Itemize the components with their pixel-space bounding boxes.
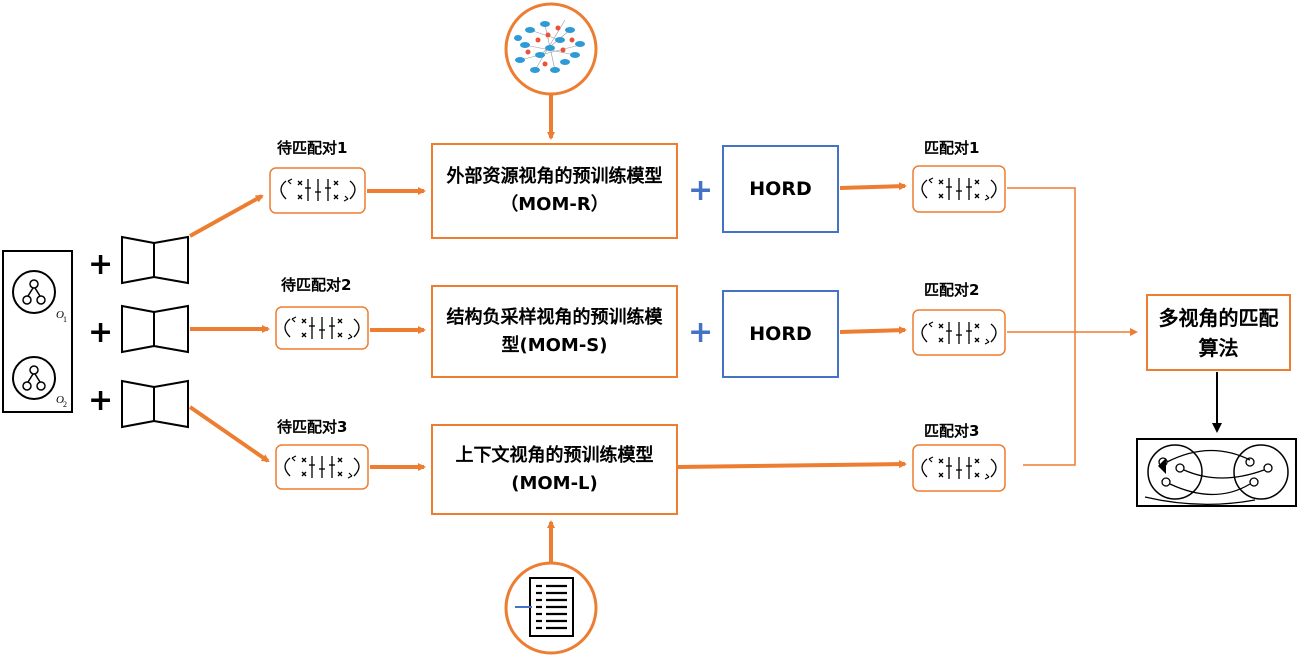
arrow-door1-pair1	[189, 194, 264, 238]
matched-pair-box-1	[912, 165, 1006, 213]
arrow-door3-pair3	[188, 405, 270, 463]
ontology-2-label: O	[56, 394, 64, 406]
pending-pair-label-2: 待匹配对2	[281, 276, 352, 294]
door-icon-2	[121, 305, 189, 353]
ontology-panel: O 1 O 2	[2, 250, 73, 413]
plus-icon-blue-2: +	[688, 315, 714, 350]
hord-label-1: HORD	[749, 178, 812, 200]
matched-pair-label-2: 匹配对2	[924, 281, 980, 299]
plus-icon-1: +	[88, 247, 114, 282]
ontology-2-icon	[12, 356, 56, 400]
door-icon-3	[121, 380, 189, 428]
multi-view-algorithm-box: 多视角的匹配算法	[1146, 294, 1291, 371]
model-mom-s-label: 结构负采样视角的预训练模型(MOM-S)	[446, 306, 663, 356]
pending-pair-box-1	[269, 167, 366, 214]
model-mom-s: 结构负采样视角的预训练模型(MOM-S)	[431, 285, 678, 378]
plus-icon-2: +	[88, 315, 114, 350]
arrow-hord2-match2	[839, 326, 907, 335]
plus-icon-blue-1: +	[688, 173, 714, 208]
model-mom-l-label: 上下文视角的预训练模型(MOM-L)	[455, 444, 654, 494]
ontology-2-subscript: 2	[63, 400, 67, 409]
pending-pair-box-3	[275, 444, 369, 490]
algorithm-label: 多视角的匹配算法	[1158, 305, 1279, 360]
plus-icon-3: +	[88, 383, 114, 418]
arrow-mom-l-match3	[677, 460, 907, 469]
hord-box-1: HORD	[722, 145, 839, 233]
document-icon	[504, 561, 598, 655]
knowledge-graph-icon	[504, 2, 598, 96]
ontology-1-icon	[12, 270, 56, 314]
model-mom-r-label: 外部资源视角的预训练模型（MOM-R）	[446, 166, 663, 215]
door-icon-1	[121, 236, 189, 284]
matched-pair-box-2	[912, 309, 1006, 356]
alignment-result-box	[1136, 438, 1297, 507]
hord-box-2: HORD	[722, 290, 839, 378]
matched-pair-label-1: 匹配对1	[924, 139, 980, 157]
matched-pair-box-3	[912, 444, 1006, 492]
model-mom-r: 外部资源视角的预训练模型（MOM-R）	[431, 143, 678, 239]
model-mom-l: 上下文视角的预训练模型(MOM-L)	[431, 424, 678, 515]
pending-pair-label-1: 待匹配对1	[277, 139, 348, 157]
pending-pair-box-2	[275, 306, 369, 350]
pending-pair-label-3: 待匹配对3	[277, 418, 348, 436]
arrow-hord1-match1	[839, 182, 907, 191]
matched-pair-label-3: 匹配对3	[924, 422, 980, 440]
hord-label-2: HORD	[749, 323, 812, 345]
ontology-1-label: O	[56, 309, 64, 321]
merge-lines	[1007, 187, 1138, 466]
ontology-1-subscript: 1	[63, 315, 67, 324]
